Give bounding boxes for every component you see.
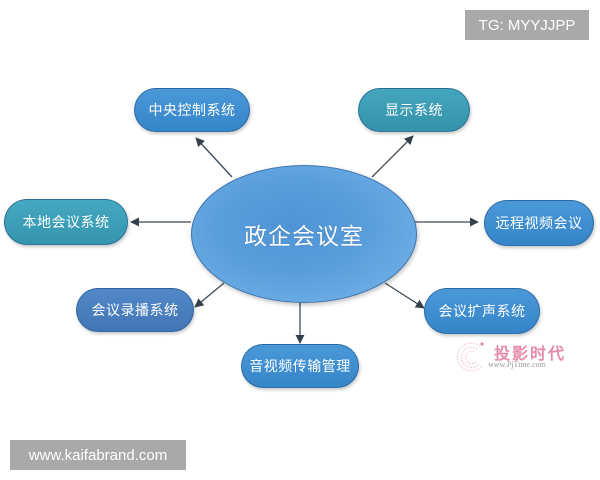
pjtime-title: 投影时代 [494, 344, 567, 363]
node-central-control: 中央控制系统 [134, 88, 250, 132]
connector-recording [194, 282, 225, 308]
connector-amplification [384, 282, 425, 309]
center-node: 政企会议室 [191, 165, 417, 303]
center-node-label: 政企会议室 [244, 224, 364, 250]
pjtime-swirl-icon [456, 342, 484, 372]
node-remote-video-label: 远程视频会议 [495, 216, 583, 232]
node-av-transmission: 音视频传输管理 [241, 344, 359, 388]
pjtime-url: www.PjTime.com [488, 360, 546, 369]
connector-display [371, 135, 414, 178]
watermark-top-right-text: TG: MYYJJPP [478, 16, 576, 34]
node-central-control-label: 中央控制系统 [148, 103, 236, 119]
watermark-top-right: TG: MYYJJPP [465, 10, 589, 40]
pjtime-logo: 投影时代 www.PjTime.com [452, 338, 592, 374]
node-amplification-label: 会议扩声系统 [438, 304, 526, 320]
watermark-bottom-left: www.kaifabrand.com [10, 440, 186, 470]
node-recording-label: 会议录播系统 [91, 303, 179, 319]
node-display: 显示系统 [358, 88, 470, 132]
node-display-label: 显示系统 [385, 103, 443, 119]
node-local-meeting: 本地会议系统 [4, 199, 128, 245]
node-amplification: 会议扩声系统 [424, 288, 540, 334]
node-local-meeting-label: 本地会议系统 [22, 215, 110, 231]
watermark-bottom-left-text: www.kaifabrand.com [28, 446, 168, 464]
connector-central-control [195, 137, 233, 178]
node-recording: 会议录播系统 [76, 288, 194, 332]
node-av-transmission-label: 音视频传输管理 [249, 359, 351, 375]
node-remote-video: 远程视频会议 [484, 200, 594, 246]
